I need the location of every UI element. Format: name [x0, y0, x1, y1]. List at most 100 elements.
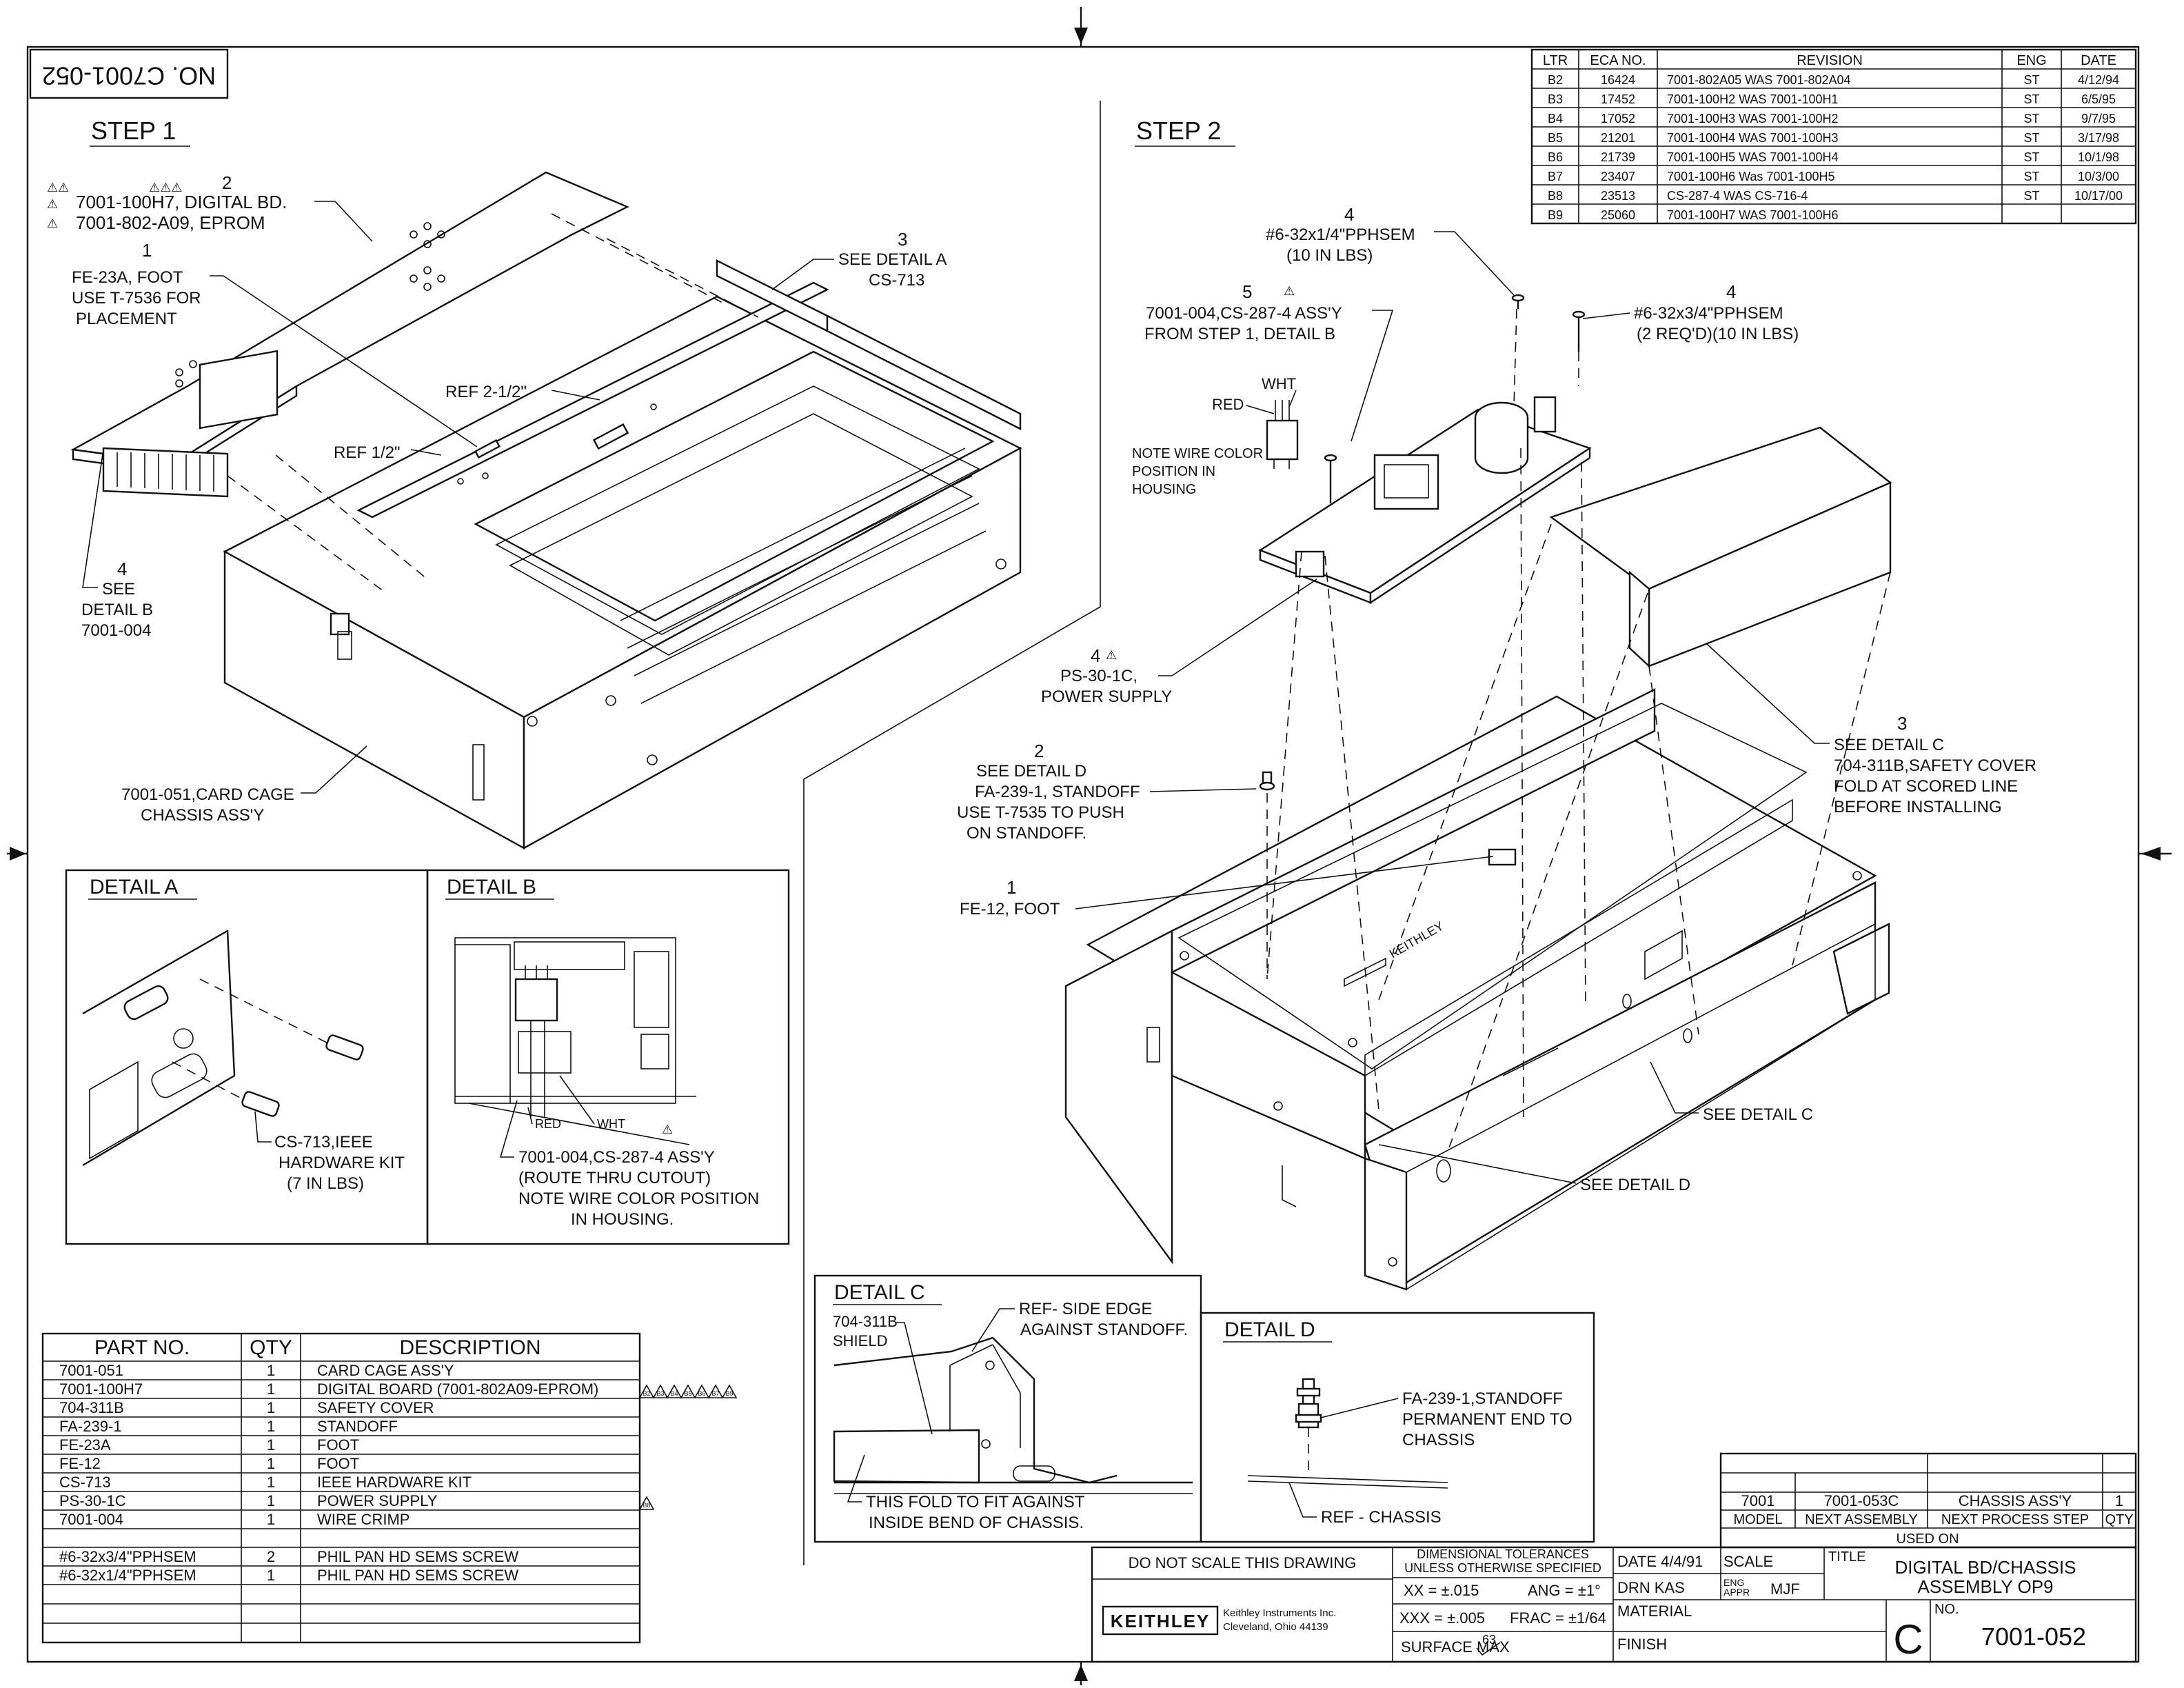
svg-text:#6-32x3/4"PPHSEM: #6-32x3/4"PPHSEM	[1634, 304, 1783, 323]
svg-text:INSIDE BEND OF CHASSIS.: INSIDE BEND OF CHASSIS.	[869, 1514, 1084, 1532]
svg-text:THIS FOLD TO FIT AGAINST: THIS FOLD TO FIT AGAINST	[866, 1493, 1085, 1511]
step2-red-label: RED	[1212, 396, 1244, 413]
svg-text:#6-32x1/4"PPHSEM: #6-32x1/4"PPHSEM	[1266, 225, 1415, 244]
svg-text:1: 1	[267, 1418, 275, 1435]
svg-text:(2 REQ'D)(10 IN LBS): (2 REQ'D)(10 IN LBS)	[1637, 325, 1799, 343]
svg-text:PLACEMENT: PLACEMENT	[76, 310, 177, 328]
svg-text:⚠: ⚠	[47, 197, 58, 211]
svg-text:CS-713: CS-713	[869, 271, 924, 290]
card-cage-slot-area	[474, 350, 995, 622]
svg-text:STANDOFF: STANDOFF	[317, 1418, 398, 1435]
svg-text:SHIELD: SHIELD	[833, 1332, 887, 1349]
svg-text:XXX = ±.005: XXX = ±.005	[1399, 1609, 1485, 1627]
svg-text:SEE DETAIL C: SEE DETAIL C	[1703, 1105, 1813, 1124]
detail-d-box	[1200, 1312, 1595, 1543]
svg-text:ON STANDOFF.: ON STANDOFF.	[967, 824, 1086, 843]
svg-text:NO.: NO.	[1934, 1602, 1959, 1617]
step-divider	[803, 101, 1101, 1565]
drawing-number: 7001-052	[1981, 1622, 2086, 1651]
svg-text:4: 4	[117, 559, 127, 579]
svg-text:PHIL PAN HD SEMS SCREW: PHIL PAN HD SEMS SCREW	[317, 1548, 518, 1565]
svg-text:10/17/00: 10/17/00	[2074, 189, 2123, 203]
detail-b-drawing	[454, 937, 696, 1145]
svg-text:10/3/00: 10/3/00	[2078, 170, 2119, 183]
svg-text:FE-23A: FE-23A	[59, 1436, 111, 1454]
svg-text:(10 IN LBS): (10 IN LBS)	[1286, 246, 1373, 265]
svg-text:1: 1	[1007, 877, 1016, 898]
svg-text:7001-100H7: 7001-100H7	[59, 1380, 143, 1398]
svg-text:FOOT: FOOT	[317, 1455, 359, 1472]
svg-text:21739: 21739	[1601, 150, 1635, 164]
callout-screw-1-4: 4 #6-32x1/4"PPHSEM (10 IN LBS)	[1266, 204, 1515, 296]
svg-text:FINISH: FINISH	[1617, 1636, 1667, 1653]
svg-text:Cleveland, Ohio 44139: Cleveland, Ohio 44139	[1223, 1621, 1328, 1633]
callout-card-cage: 7001-051,CARD CAGE CHASSIS ASS'Y	[121, 745, 367, 825]
svg-text:1: 1	[267, 1567, 275, 1584]
svg-text:7001-100H7, DIGITAL BD.: 7001-100H7, DIGITAL BD.	[76, 192, 287, 212]
svg-text:REF- SIDE EDGE: REF- SIDE EDGE	[1019, 1300, 1152, 1318]
svg-text:NEXT ASSEMBLY: NEXT ASSEMBLY	[1805, 1512, 1918, 1527]
svg-text:ENG: ENG	[1723, 1577, 1744, 1588]
svg-text:1: 1	[267, 1474, 275, 1491]
svg-text:B5: B5	[684, 1390, 691, 1397]
svg-text:NOTE WIRE COLOR POSITION: NOTE WIRE COLOR POSITION	[518, 1189, 759, 1208]
svg-text:7001-802-A09, EPROM: 7001-802-A09, EPROM	[76, 212, 265, 233]
svg-text:(7 IN LBS): (7 IN LBS)	[287, 1174, 364, 1193]
svg-text:(ROUTE THRU CUTOUT): (ROUTE THRU CUTOUT)	[518, 1169, 711, 1187]
board-component	[199, 350, 279, 430]
svg-text:ST: ST	[2023, 189, 2039, 203]
svg-text:7001-100H4 WAS 7001-100H3: 7001-100H4 WAS 7001-100H3	[1667, 131, 1839, 145]
svg-text:23513: 23513	[1601, 189, 1635, 203]
callout-detail-a: 3 SEE DETAIL A CS-713	[771, 229, 947, 290]
chassis-foot	[1488, 848, 1517, 866]
parts-header: DESCRIPTION	[399, 1336, 540, 1359]
svg-text:SAFETY COVER: SAFETY COVER	[317, 1399, 434, 1416]
step1-assembly	[70, 171, 1022, 850]
svg-text:10/1/98: 10/1/98	[2078, 150, 2119, 164]
svg-text:4: 4	[1344, 204, 1354, 225]
svg-text:63: 63	[1482, 1633, 1496, 1647]
svg-text:PHIL PAN HD SEMS SCREW: PHIL PAN HD SEMS SCREW	[317, 1567, 518, 1584]
svg-text:1: 1	[267, 1492, 275, 1509]
svg-text:⚠: ⚠	[1284, 284, 1295, 298]
note-wire-color: NOTE WIRE COLOR POSITION IN HOUSING	[1132, 446, 1263, 497]
svg-text:7001-051: 7001-051	[59, 1362, 123, 1379]
ref-2-half: REF 2-1/2"	[445, 383, 527, 401]
svg-text:1: 1	[267, 1511, 275, 1528]
svg-text:7001-100H5 WAS 7001-100H4: 7001-100H5 WAS 7001-100H4	[1667, 150, 1839, 164]
svg-text:FE-23A, FOOT: FE-23A, FOOT	[72, 268, 183, 287]
svg-text:FE-12, FOOT: FE-12, FOOT	[960, 900, 1060, 918]
svg-text:1: 1	[142, 240, 152, 261]
svg-text:B6: B6	[1548, 150, 1563, 164]
callout-digital-board: ⚠⚠ ⚠⚠⚠ 2 ⚠ 7001-100H7, DIGITAL BD. ⚠ 700…	[47, 172, 373, 242]
svg-text:DIGITAL BOARD (7001-802A09-EPR: DIGITAL BOARD (7001-802A09-EPROM)	[317, 1380, 598, 1398]
svg-text:USED ON: USED ON	[1896, 1531, 1959, 1547]
svg-text:16424: 16424	[1601, 73, 1635, 87]
svg-text:WIRE CRIMP: WIRE CRIMP	[317, 1511, 410, 1528]
svg-text:FA-239-1: FA-239-1	[59, 1418, 122, 1435]
svg-text:FA-239-1, STANDOFF: FA-239-1, STANDOFF	[975, 783, 1140, 801]
detail-c-title: DETAIL C	[834, 1281, 925, 1304]
parts-header: QTY	[250, 1336, 292, 1359]
svg-text:25060: 25060	[1601, 208, 1635, 222]
parts-list: PART NO. QTY DESCRIPTION 7001-051 1 CARD…	[41, 1332, 641, 1644]
svg-text:B7: B7	[711, 1390, 719, 1397]
svg-text:4/12/94: 4/12/94	[2078, 73, 2119, 87]
svg-text:⚠: ⚠	[1106, 648, 1117, 662]
board-connector	[102, 447, 229, 498]
callout-see-detail-c: SEE DETAIL C	[1650, 1061, 1813, 1124]
svg-text:SEE DETAIL D: SEE DETAIL D	[1580, 1176, 1690, 1194]
svg-text:⚠: ⚠	[47, 217, 58, 230]
callout-safety-cover: 3 SEE DETAIL C 704-311B,SAFETY COVER FOL…	[1706, 643, 2036, 816]
svg-text:USE T-7535 TO PUSH: USE T-7535 TO PUSH	[957, 803, 1124, 822]
svg-text:ST: ST	[2023, 131, 2039, 145]
detail-c-ref-callout: REF- SIDE EDGE AGAINST STANDOFF.	[971, 1300, 1188, 1352]
svg-text:HARDWARE KIT: HARDWARE KIT	[279, 1154, 405, 1172]
svg-text:B6: B6	[698, 1390, 705, 1397]
svg-text:7001: 7001	[1741, 1492, 1775, 1509]
callout-screw-3-4: 4 #6-32x3/4"PPHSEM (2 REQ'D)(10 IN LBS)	[1582, 281, 1799, 343]
svg-text:4: 4	[1726, 281, 1736, 302]
svg-text:7001-004,CS-287-4 ASS'Y: 7001-004,CS-287-4 ASS'Y	[1146, 304, 1342, 323]
svg-text:REF - CHASSIS: REF - CHASSIS	[1321, 1508, 1442, 1527]
callout-power-supply: 4 ⚠ PS-30-1C, POWER SUPPLY	[1041, 579, 1317, 706]
